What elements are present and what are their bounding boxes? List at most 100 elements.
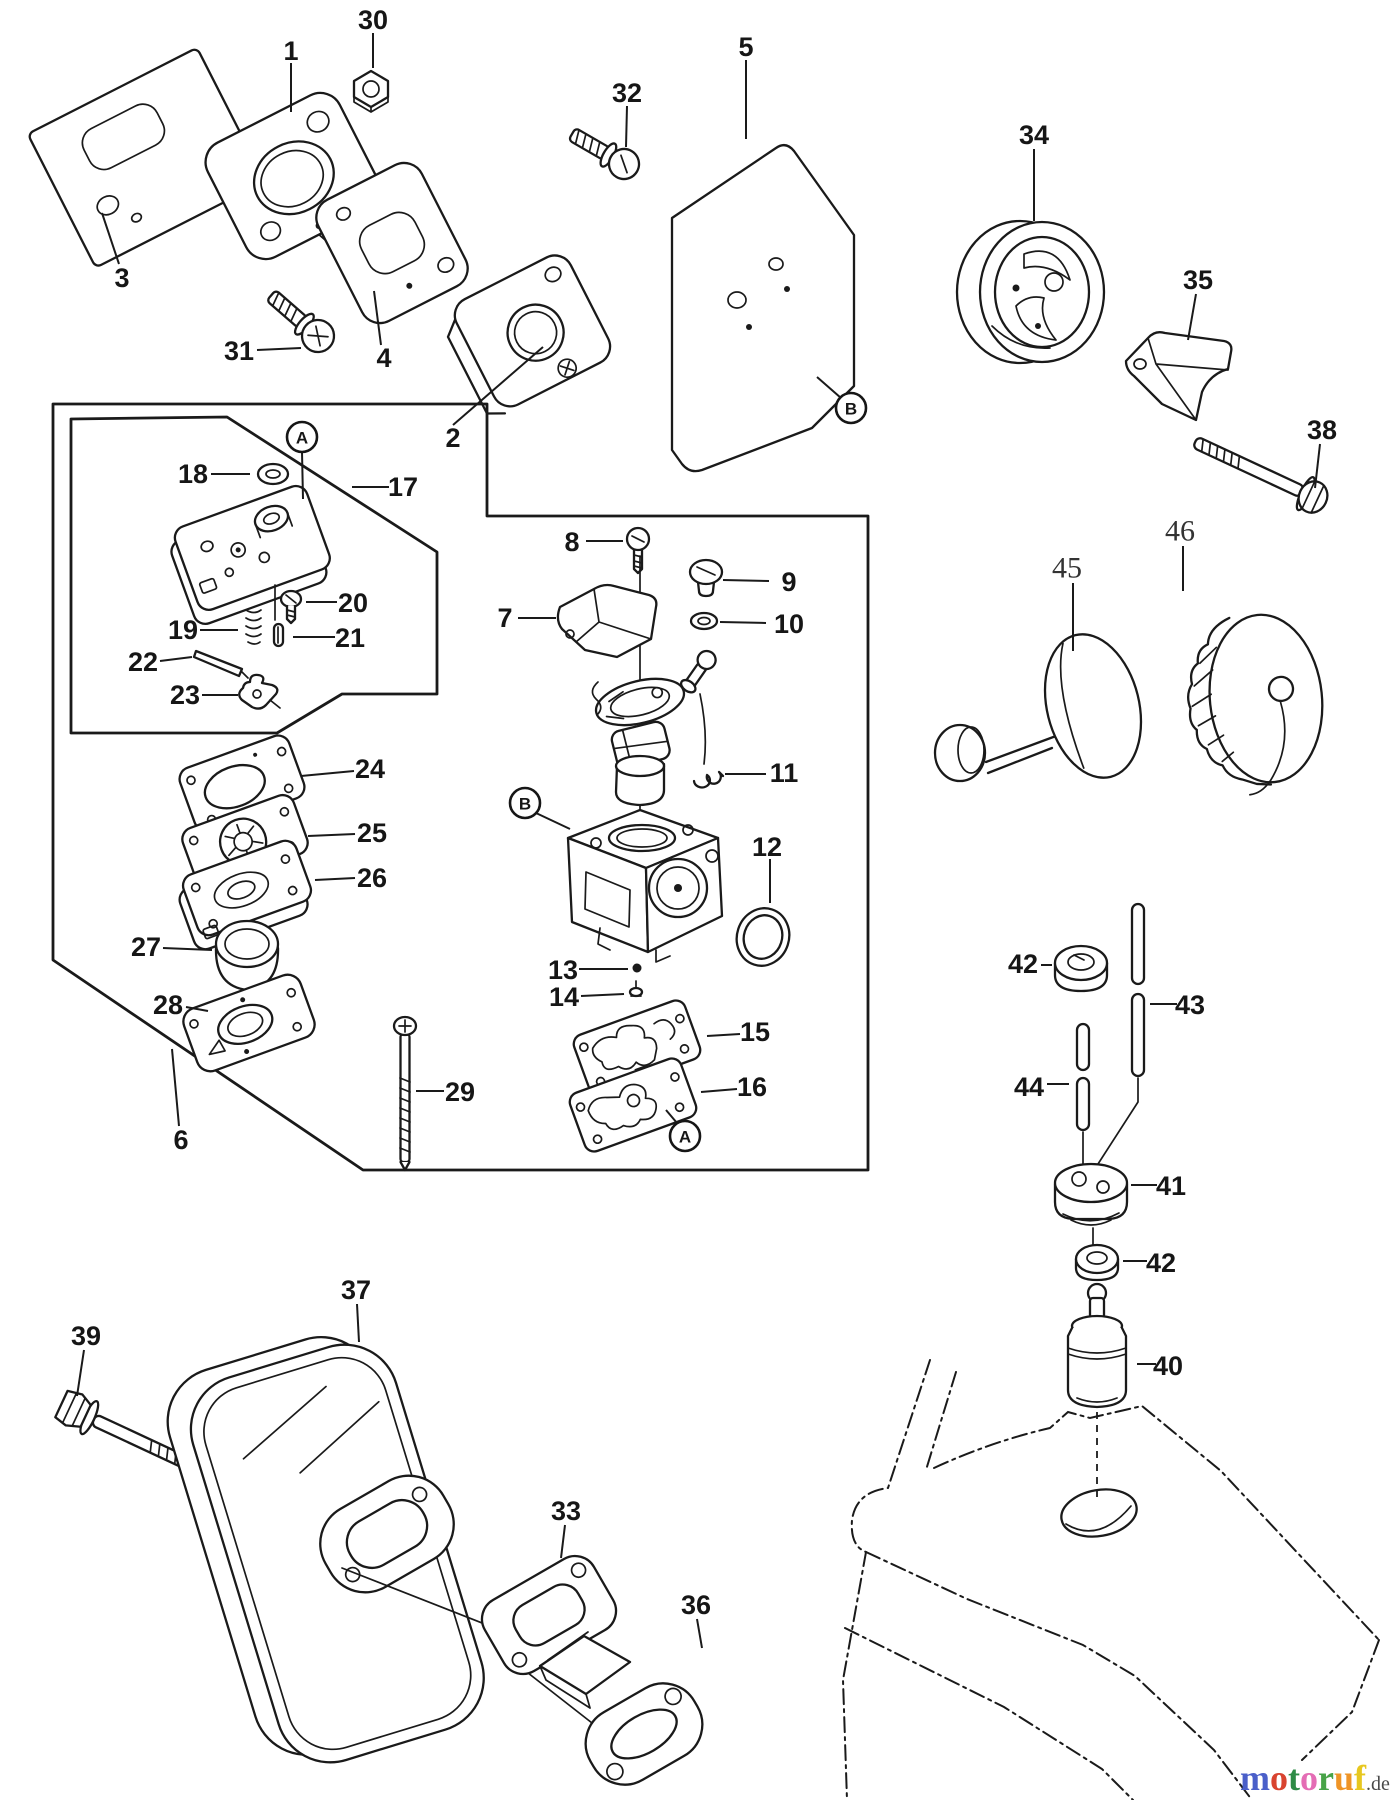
part-label-8: 8 [564,527,623,557]
watermark-letter: o [1300,1758,1318,1798]
part-31-screw [267,290,336,354]
part-19-spring [245,609,262,645]
part-label-41: 41 [1131,1171,1186,1201]
part-22-needle [192,649,244,678]
part-label-6: 6 [171,1048,189,1155]
part-number-10: 10 [774,609,804,639]
part-20-screw [279,589,303,625]
part-number-28: 28 [153,990,183,1020]
part-number-36: 36 [681,1590,711,1620]
part-label-38: 38 [1307,415,1337,489]
part-32-screw [568,128,641,181]
part-number-33: 33 [551,1496,581,1526]
part-2-spacer [446,254,612,415]
part-label-19: 19 [168,615,238,645]
watermark-suffix: .de [1366,1773,1390,1795]
detail-box-main [51,402,870,1172]
part-number-4: 4 [376,343,391,373]
part-10-washer [689,611,719,631]
part-35-bracket [1124,331,1233,422]
part-number-6: 6 [173,1125,188,1155]
part-number-2: 2 [445,423,460,453]
part-number-44: 44 [1014,1072,1044,1102]
part-39-bolt [54,1389,203,1475]
part-label-24: 24 [300,754,385,784]
part-number-34: 34 [1019,120,1049,150]
part-number-24: 24 [355,754,385,784]
part-label-2: 2 [445,346,544,453]
watermark-letter: m [1240,1758,1270,1798]
fuel-line-links [1082,1077,1139,1169]
part-number-23: 23 [170,680,200,710]
part-label-30: 30 [358,5,388,68]
part-43-fuel-pipe [1130,902,1146,1078]
fuel-tank-outline [841,1359,1380,1800]
part-number-30: 30 [358,5,388,35]
part-38-bolt [1193,437,1329,514]
part-number-5: 5 [738,32,753,62]
part-label-18: 18 [178,459,250,489]
part-number-15: 15 [740,1017,770,1047]
part-label-23: 23 [170,680,238,710]
watermark-text[interactable]: motoruf.de [1240,1758,1390,1798]
part-label-20: 20 [306,588,368,618]
part-number-42a: 42 [1008,949,1038,979]
part-number-43: 43 [1175,990,1205,1020]
part-label-7: 7 [497,603,556,633]
part-number-14: 14 [549,982,579,1012]
part-number-37: 37 [341,1275,371,1305]
view-marker-letter-A-top: A [296,429,308,448]
part-label-17: 17 [352,472,418,502]
part-label-9: 9 [722,567,797,597]
part-34-starter-pulley [955,219,1106,365]
view-marker-letter-B-top: B [845,400,857,419]
part-7-bracket [556,583,658,659]
part-30-nut [352,69,390,113]
part-number-8: 8 [564,527,579,557]
part-number-29: 29 [445,1077,475,1107]
part-number-22: 22 [128,647,158,677]
labels-layer: 1234567891011121314151617181920212223242… [71,5,1337,1649]
view-marker-A-bottom: A [665,1109,702,1153]
part-3-gasket-plate [28,48,265,267]
part-number-3: 3 [114,263,129,293]
part-number-35: 35 [1183,265,1213,295]
part-label-36: 36 [681,1590,711,1649]
part-label-21: 21 [293,623,365,653]
part-number-16: 16 [737,1072,767,1102]
part-4-gasket [315,161,469,325]
part-14-retainer [628,980,644,998]
part-number-26: 26 [357,863,387,893]
part-label-3: 3 [101,212,130,293]
part-number-38: 38 [1307,415,1337,445]
part-number-42b: 42 [1146,1248,1176,1278]
part-label-27: 27 [131,932,213,962]
part-label-15: 15 [706,1017,770,1047]
watermark-letter: t [1288,1758,1300,1798]
part-number-13: 13 [548,955,578,985]
watermark-logo[interactable]: motoruf.de [1240,1758,1390,1798]
tank-filler-hole [1060,1488,1138,1538]
part-number-9: 9 [781,567,796,597]
part-23-lever [238,670,281,710]
part-number-27: 27 [131,932,161,962]
watermark-letter: f [1354,1758,1367,1798]
part-40-fuel-filter [1066,1282,1128,1409]
part-17-pump-body [170,484,331,626]
part-label-1: 1 [283,36,299,112]
part-42-grommet-upper [1053,944,1109,993]
part-label-42a: 42 [1008,949,1052,979]
part-number-40: 40 [1153,1351,1183,1381]
part-label-28: 28 [153,990,209,1020]
part-label-35: 35 [1183,265,1213,341]
part-label-4: 4 [373,290,392,373]
part-12-o-ring [735,907,791,967]
part-label-33: 33 [551,1496,581,1559]
part-16-diaphragm [568,1057,698,1153]
part-label-39: 39 [71,1321,101,1397]
part-label-40: 40 [1137,1351,1183,1381]
part-label-42b: 42 [1123,1248,1176,1278]
watermark-letter: r [1318,1758,1334,1798]
part-number-41: 41 [1156,1171,1186,1201]
